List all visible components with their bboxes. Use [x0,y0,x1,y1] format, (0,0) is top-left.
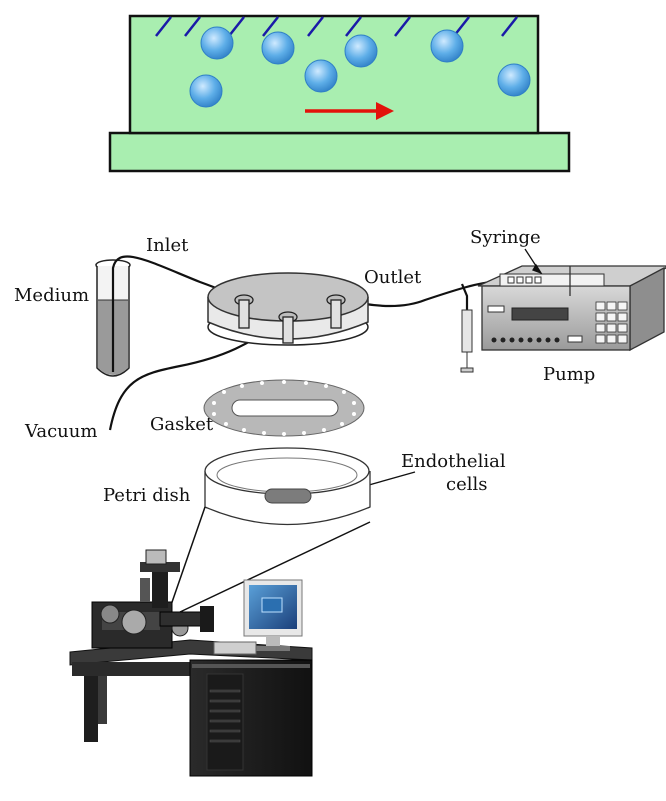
flow-chamber-disk [207,272,369,346]
cell [344,34,378,68]
channel-base [108,131,571,173]
syringe-label: Syringe [470,227,541,248]
endothelial-cells-label-line1: Endothelial [401,451,506,472]
dish-to-microscope-lines [169,506,371,613]
syringe-barrel [499,266,605,296]
microscope-workstation-icon [69,549,313,777]
cell [261,31,295,65]
flow-channel-schematic [108,14,571,173]
endothelial-cells-label-line2: cells [446,474,487,495]
cells [189,26,531,108]
medium-label: Medium [14,285,89,306]
pump-label: Pump [543,364,595,385]
petri-dish-icon [204,447,371,526]
syringe-branch-tube [460,283,469,310]
gasket-label: Gasket [150,414,214,435]
ports [234,294,346,344]
petri-dish-label: Petri dish [103,485,191,506]
outlet-label: Outlet [364,267,422,288]
cell [200,26,234,60]
vacuum-label: Vacuum [24,421,97,442]
syringe-pump-icon [477,265,666,352]
wall-marks [155,16,518,37]
gasket-icon [203,379,365,437]
inlet-label: Inlet [146,235,189,256]
hand-syringe-icon [460,309,474,373]
cell [304,59,338,93]
flow-arrow-icon [305,102,394,120]
cell [430,29,464,63]
endothelial-cell-layer [264,488,312,504]
cell [189,74,223,108]
cell [497,63,531,97]
